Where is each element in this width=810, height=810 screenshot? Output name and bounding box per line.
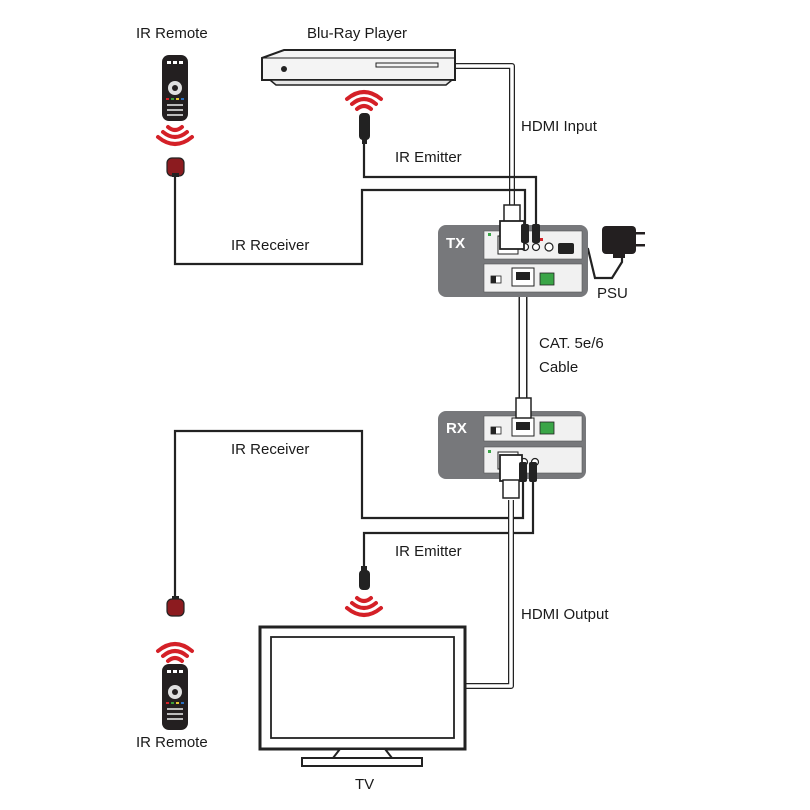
ir-remote-bottom bbox=[162, 664, 188, 730]
tv bbox=[258, 625, 467, 767]
ir-receiver-bottom-bulb bbox=[166, 596, 185, 617]
rx-ir-plugs bbox=[519, 462, 537, 482]
bluray-player bbox=[261, 49, 456, 86]
psu-label: PSU bbox=[597, 285, 628, 302]
ir-receiver-top-bulb bbox=[166, 157, 185, 177]
rx-cat-plug bbox=[515, 397, 532, 419]
ir-remote-bottom-label: IR Remote bbox=[136, 734, 208, 751]
ir-emitter-bottom-cable bbox=[362, 480, 535, 568]
tx-ir-plugs bbox=[521, 224, 540, 243]
tx-label: TX bbox=[446, 235, 465, 252]
ir-emitter-bottom-head bbox=[359, 566, 370, 590]
hdmi-output-plug bbox=[499, 454, 523, 499]
hdmi-input-plug bbox=[499, 204, 525, 250]
cat-cable-label-line2: Cable bbox=[539, 359, 578, 376]
tv-label: TV bbox=[355, 776, 374, 793]
ir-remote-top bbox=[162, 55, 188, 121]
rx-label: RX bbox=[446, 420, 467, 437]
ir-signal-emitter-top-icon bbox=[345, 90, 383, 111]
psu-adapter bbox=[602, 226, 645, 258]
hdmi-output-cable bbox=[463, 500, 514, 689]
ir-receiver-bottom-cable bbox=[173, 429, 525, 598]
cat-cable-label-line1: CAT. 5e/6 bbox=[539, 335, 604, 352]
hdmi-input-cable bbox=[455, 63, 515, 205]
ir-signal-emitter-bottom-icon bbox=[345, 596, 383, 617]
ir-emitter-top-cable bbox=[362, 143, 538, 226]
ir-signal-remote-bottom-icon bbox=[156, 642, 194, 663]
ir-emitter-top-head bbox=[359, 113, 370, 144]
hdmi-input-label: HDMI Input bbox=[521, 118, 598, 135]
ir-receiver-bottom-label: IR Receiver bbox=[231, 441, 309, 458]
ir-emitter-bottom-label: IR Emitter bbox=[395, 543, 462, 560]
ir-receiver-top-label: IR Receiver bbox=[231, 237, 309, 254]
tx-power-plug bbox=[558, 243, 574, 254]
ir-signal-remote-top-icon bbox=[156, 125, 194, 146]
ir-remote-top-label: IR Remote bbox=[136, 25, 208, 42]
ir-receiver-top-cable bbox=[173, 175, 527, 266]
bluray-player-label: Blu-Ray Player bbox=[307, 25, 407, 42]
hdmi-output-label: HDMI Output bbox=[521, 606, 609, 623]
ir-emitter-top-label: IR Emitter bbox=[395, 149, 462, 166]
